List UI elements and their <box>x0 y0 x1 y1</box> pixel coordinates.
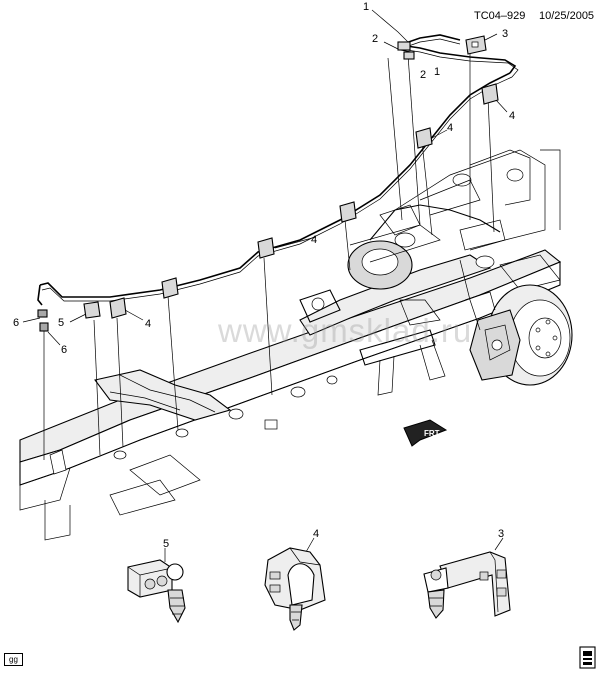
callout-labels: 1 1 2 2 3 4 4 4 4 5 6 6 <box>13 1 515 356</box>
book-icon <box>579 646 596 669</box>
clip-4-upper <box>415 127 433 149</box>
callout-6-upper: 6 <box>13 317 19 329</box>
footer-code-box: gg <box>4 653 23 666</box>
detail-clip-3: 3 <box>423 528 511 619</box>
clip-4-right <box>481 83 499 105</box>
brake-rotor <box>459 259 573 386</box>
callout-1-top: 1 <box>363 1 369 13</box>
watermark: www.gmsklad.ru <box>218 312 473 349</box>
diagram-date: 10/25/2005 <box>539 10 595 22</box>
callout-5-left: 5 <box>58 317 64 329</box>
callout-4-detail: 4 <box>313 528 319 540</box>
fitting-2-top <box>397 41 415 60</box>
clip-4-left <box>109 277 179 319</box>
clip-5-left <box>83 301 101 319</box>
clip-4-center <box>257 201 357 259</box>
grommet-6 <box>37 309 49 332</box>
callout-1-mid: 1 <box>434 66 440 78</box>
diagram-code: TC04–929 <box>474 10 526 22</box>
callout-2-mid: 2 <box>420 69 426 81</box>
front-arrow: FRT <box>403 419 448 447</box>
callout-6-lower: 6 <box>61 344 67 356</box>
callout-4-center: 4 <box>311 234 317 246</box>
callout-5-detail: 5 <box>163 538 169 550</box>
clip-3-top <box>465 35 487 55</box>
callout-3-detail: 3 <box>498 528 504 540</box>
callout-2-top: 2 <box>372 33 378 45</box>
rear-axle <box>299 224 492 396</box>
frame-rail <box>19 249 562 541</box>
front-arrow-label: FRT <box>424 429 440 438</box>
callout-4-right: 4 <box>509 110 515 122</box>
callout-3-top: 3 <box>502 28 508 40</box>
detail-clip-4: 4 <box>264 528 326 631</box>
detail-clip-5: 5 <box>127 538 186 624</box>
callout-4-upper: 4 <box>447 122 453 134</box>
callout-4-left: 4 <box>145 318 151 330</box>
leader-lines <box>22 9 508 460</box>
